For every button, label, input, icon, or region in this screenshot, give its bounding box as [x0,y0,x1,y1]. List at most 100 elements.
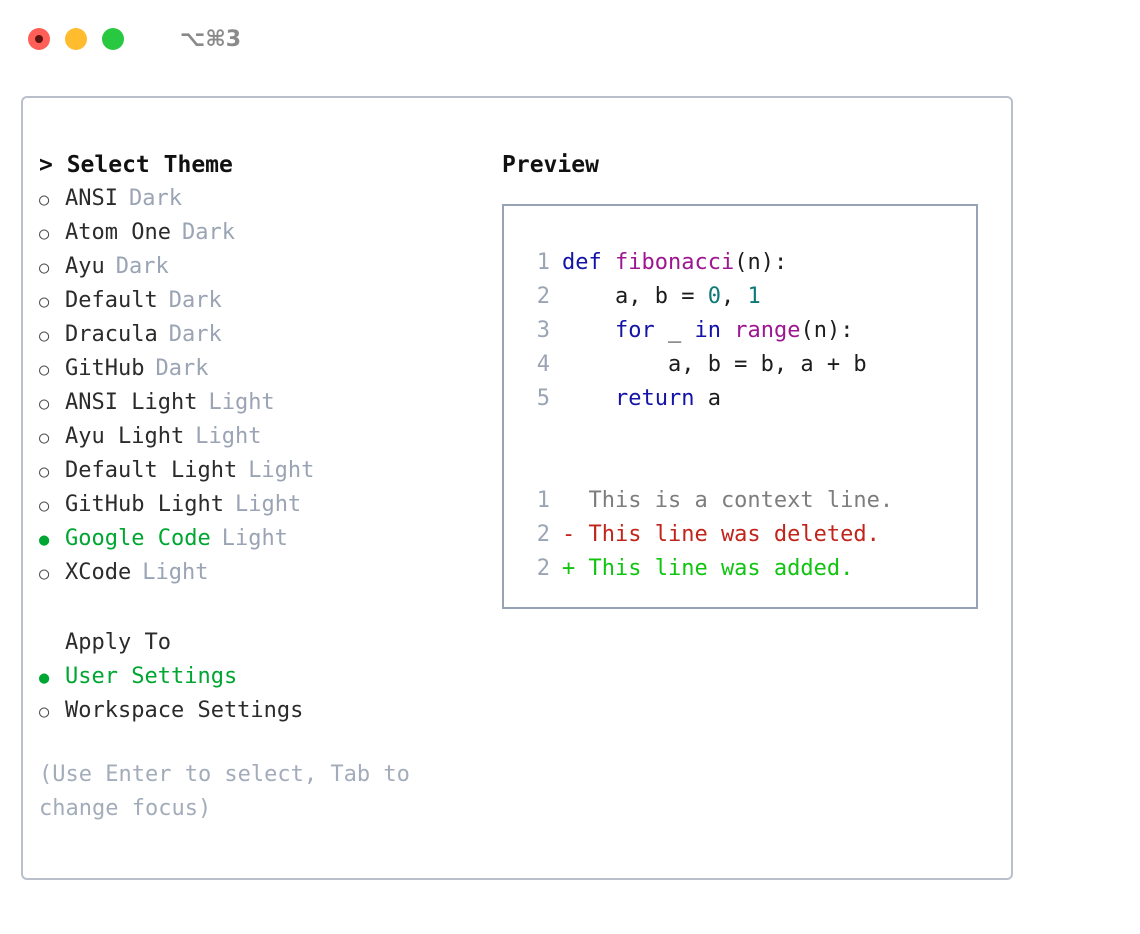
theme-list-item[interactable]: ○ Default Dark [39,284,489,318]
theme-list-item[interactable]: ○ ANSI Light Light [39,386,489,420]
apply-to-heading: Apply To [65,630,171,655]
diff-line-context: 1 This is a context line. [522,484,976,518]
theme-category: Light [221,526,288,551]
window-controls [28,28,124,50]
line-number: 2 [536,556,550,581]
code-token-punct: ): [760,250,788,275]
line-number: 3 [536,318,550,343]
theme-list-item[interactable]: ○ GitHub Dark [39,352,489,386]
theme-name: Ayu [65,254,105,279]
theme-category: Light [142,560,209,585]
theme-category: Light [195,424,262,449]
theme-list-item[interactable]: ○ ANSI Dark [39,182,489,216]
radio-off-icon: ○ [39,360,50,380]
preview-pane: Preview 1 def fibonacci ( n ): 2 [502,148,997,609]
theme-name: Default [65,288,158,313]
line-number: 2 [536,522,550,547]
theme-list-item[interactable]: ○ Default Light Light [39,454,489,488]
theme-name: Atom One [65,220,171,245]
code-line: 2 a, b = 0 , 1 [522,280,976,314]
code-token-number: 0 [707,284,721,309]
radio-on-icon: ● [39,530,50,550]
theme-list: ○ ANSI Dark ○ Atom One Dark ○ Ayu Dark ○… [39,182,489,590]
spacer [522,416,976,450]
title-bar: ⌥⌘3 [0,0,1140,78]
theme-list-item[interactable]: ○ Ayu Light Light [39,420,489,454]
radio-off-icon: ○ [39,292,50,312]
theme-category: Dark [181,220,235,245]
radio-off-icon: ○ [39,462,50,482]
theme-name: Ayu Light [65,424,185,449]
spacer [522,450,976,484]
code-token-identifier: a, b = b, a + b [562,352,867,377]
radio-off-icon: ○ [39,564,50,584]
theme-name: ANSI [65,186,118,211]
select-theme-heading: > Select Theme [39,152,233,178]
radio-off-icon: ○ [39,224,50,244]
theme-name: Dracula [65,322,158,347]
diff-text: - This line was deleted. [562,522,880,547]
code-line: 5 return a [522,382,976,416]
code-token-function: fibonacci [615,250,735,275]
radio-off-icon: ○ [39,702,50,722]
theme-list-item[interactable]: ○ GitHub Light Light [39,488,489,522]
keyboard-shortcut-label: ⌥⌘3 [180,26,242,52]
theme-name: XCode [65,560,132,585]
theme-category: Dark [168,322,222,347]
radio-off-icon: ○ [39,428,50,448]
radio-off-icon: ○ [39,326,50,346]
code-sample: 1 def fibonacci ( n ): 2 a, b = 0 , 1 [522,246,976,416]
radio-on-icon: ● [39,668,50,688]
theme-name: GitHub Light [65,492,224,517]
diff-line-deleted: 2 - This line was deleted. [522,518,976,552]
diff-text: + This line was added. [562,556,854,581]
minimize-button-icon[interactable] [65,28,87,50]
radio-off-icon: ○ [39,190,50,210]
diff-sample: 1 This is a context line. 2 - This line … [522,484,976,586]
theme-list-item[interactable]: ○ Ayu Dark [39,250,489,284]
theme-list-item[interactable]: ○ Dracula Dark [39,318,489,352]
code-token-keyword: def [562,250,602,275]
radio-off-icon: ○ [39,496,50,516]
theme-category: Dark [115,254,169,279]
code-token-punct: , [720,284,748,309]
code-line: 3 for _ in range ( n ): [522,314,976,348]
code-token-punct: ( [734,250,748,275]
theme-list-item[interactable]: ○ Atom One Dark [39,216,489,250]
code-token-punct: ( [800,318,814,343]
line-number: 2 [536,284,550,309]
preview-box: 1 def fibonacci ( n ): 2 a, b = 0 , 1 [502,204,978,609]
spacer [39,590,489,626]
theme-name: Default Light [65,458,238,483]
theme-list-item-selected[interactable]: ● Google Code Light [39,522,489,556]
line-number: 1 [536,488,550,513]
theme-name: GitHub [65,356,145,381]
code-token-identifier: n [747,250,761,275]
code-token-keyword: return [614,386,695,411]
apply-to-item-user-settings[interactable]: ● User Settings [39,660,489,694]
code-token-keyword: for [614,318,655,343]
theme-list-item[interactable]: ○ XCode Light [39,556,489,590]
keyboard-hint-text: (Use Enter to select, Tab to change focu… [39,762,424,821]
maximize-button-icon[interactable] [102,28,124,50]
theme-category: Dark [128,186,182,211]
apply-to-list: ● User Settings ○ Workspace Settings [39,660,489,728]
code-token-identifier: a [694,386,721,411]
code-line: 1 def fibonacci ( n ): [522,246,976,280]
radio-off-icon: ○ [39,258,50,278]
code-token-space [721,314,734,348]
code-token-indent [562,382,615,416]
code-token-number: 1 [747,284,761,309]
code-token-identifier: a, b = [562,284,708,309]
apply-to-item-workspace-settings[interactable]: ○ Workspace Settings [39,694,489,728]
diff-line-added: 2 + This line was added. [522,552,976,586]
theme-name: Google Code [65,526,211,551]
diff-text: This is a context line. [562,488,894,513]
radio-off-icon: ○ [39,394,50,414]
code-line: 4 a, b = b, a + b [522,348,976,382]
code-token-identifier: _ [654,318,695,343]
theme-category: Light [234,492,302,517]
apply-to-label: User Settings [65,664,238,689]
close-button-icon[interactable] [28,28,50,50]
